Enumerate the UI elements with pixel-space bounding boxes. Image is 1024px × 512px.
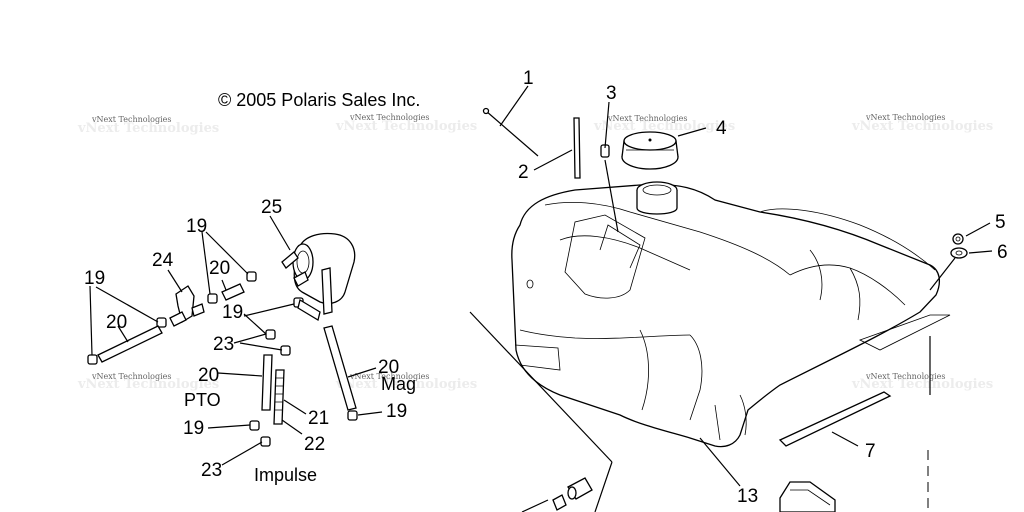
part-4-fuel-cap	[621, 131, 679, 170]
part-20-hoses	[97, 283, 357, 411]
watermark-ghost: vNext Technologies	[335, 119, 477, 134]
callout-23: 23	[213, 334, 234, 355]
watermark-ghost: vNext Technologies	[77, 377, 219, 392]
part-1-rod	[482, 107, 539, 157]
callout-24: 24	[152, 250, 174, 271]
callout-20: 20	[209, 258, 230, 279]
callout-20: 20	[106, 312, 127, 333]
callout-23: 23	[201, 460, 222, 481]
caption-pto: PTO	[184, 390, 221, 410]
callout-21: 21	[308, 408, 329, 429]
callout-25: 25	[261, 197, 282, 218]
part-23-clamps	[260, 329, 291, 447]
callout-19: 19	[84, 268, 105, 289]
part-5-nut	[952, 233, 964, 245]
callout-20: 20	[198, 365, 219, 386]
callout-19: 19	[183, 418, 204, 439]
callout-19: 19	[186, 216, 207, 237]
part-7-pad-strip	[778, 391, 892, 447]
watermark-ghost: vNext Technologies	[77, 121, 219, 136]
callout-20: 20	[378, 357, 399, 378]
part-2-tube	[573, 117, 581, 179]
part-24-fuel-valve	[169, 285, 205, 327]
callout-3: 3	[606, 83, 617, 104]
caption-impulse: Impulse	[254, 465, 317, 485]
watermark: vNext Technologies	[91, 372, 171, 381]
part-21-22-impulse-line	[273, 369, 285, 425]
watermark: vNext Technologies	[91, 115, 171, 124]
callout-13: 13	[737, 486, 758, 507]
watermark-ghost: vNext Technologies	[335, 377, 477, 392]
callout-19: 19	[222, 302, 243, 323]
callout-7: 7	[865, 441, 876, 462]
callout-5: 5	[995, 212, 1006, 233]
caption-mag: Mag	[381, 374, 416, 394]
part-25-fuel-pump	[281, 232, 356, 315]
callout-4: 4	[716, 118, 727, 139]
callout-labels: 1 2 3 4 5 6 7 13 19 19 19 19 19 20 20 20…	[84, 68, 1008, 507]
bracket-partial	[779, 481, 836, 512]
watermark: vNext Technologies	[349, 113, 429, 122]
callout-19: 19	[386, 401, 407, 422]
watermark: vNext Technologies	[349, 372, 429, 381]
callout-6: 6	[997, 242, 1008, 263]
watermark: vNext Technologies	[865, 372, 945, 381]
watermark: vNext Technologies	[865, 113, 945, 122]
callout-1: 1	[523, 68, 534, 89]
part-19-clamps	[87, 271, 358, 431]
watermark-ghost: vNext Technologies	[851, 377, 993, 392]
fuel-tank-13	[511, 181, 951, 448]
part-6-washer	[950, 247, 968, 259]
watermark-ghost: vNext Technologies	[851, 119, 993, 134]
bottom-fittings-partial	[521, 477, 593, 512]
callout-22: 22	[304, 434, 325, 455]
copyright-notice: © 2005 Polaris Sales Inc.	[218, 90, 420, 110]
callout-2: 2	[518, 162, 529, 183]
watermark: vNext Technologies	[607, 114, 687, 123]
